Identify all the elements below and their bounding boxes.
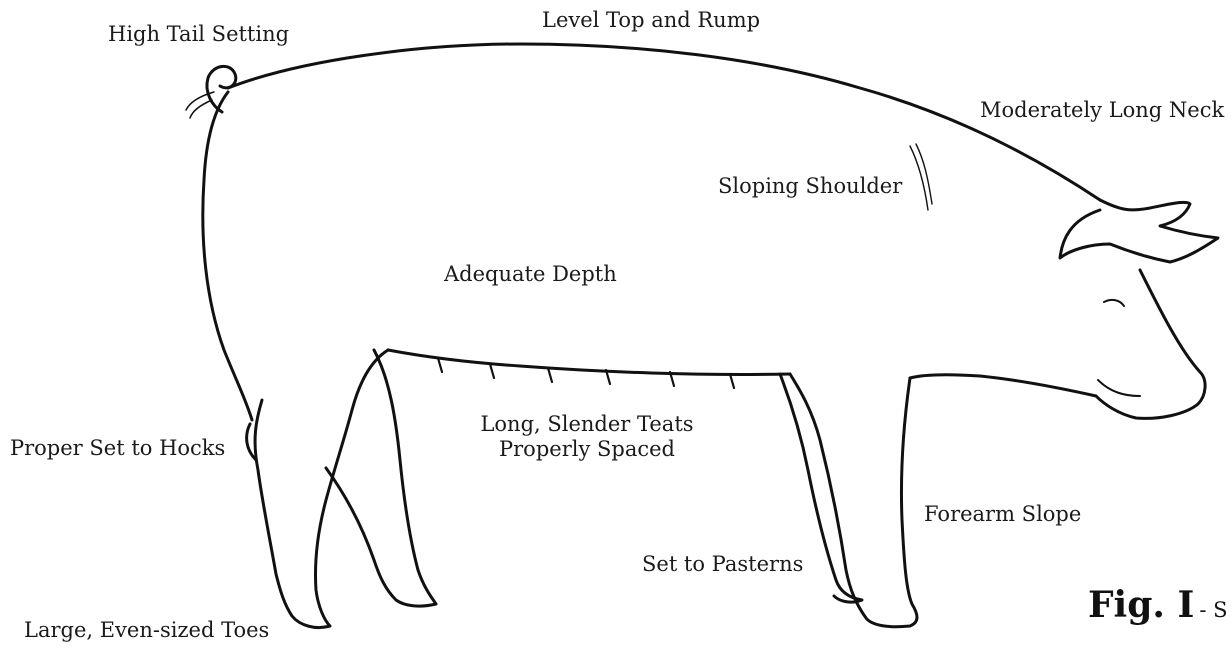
figure-number: Fig. I: [1088, 584, 1194, 626]
pig-rear-leg: [255, 350, 388, 628]
label-teats-line2: Properly Spaced: [480, 437, 694, 462]
pig-jowl: [910, 375, 1096, 396]
label-large-even-toes: Large, Even-sized Toes: [24, 618, 269, 643]
label-sloping-shoulder: Sloping Shoulder: [718, 174, 902, 199]
pig-belly: [388, 350, 790, 375]
label-teats-line1: Long, Slender Teats: [480, 412, 694, 437]
figure-caption: Fig. I - S: [1088, 584, 1228, 626]
figure-caption-text: - S: [1199, 598, 1227, 622]
label-proper-set-hocks: Proper Set to Hocks: [10, 436, 225, 461]
pig-rump: [203, 92, 252, 420]
label-high-tail-setting: High Tail Setting: [108, 22, 289, 47]
pig-front-leg: [790, 374, 917, 627]
label-level-top-rump: Level Top and Rump: [542, 8, 760, 33]
pig-back: [228, 44, 1100, 200]
pig-ear: [1060, 200, 1218, 262]
label-adequate-depth: Adequate Depth: [444, 262, 617, 287]
pig-face: [1096, 270, 1205, 418]
label-forearm-slope: Forearm Slope: [924, 502, 1081, 527]
pig-far-rear-leg: [326, 350, 436, 606]
label-set-to-pasterns: Set to Pasterns: [642, 552, 803, 577]
label-teats: Long, Slender Teats Properly Spaced: [480, 412, 694, 462]
label-moderately-long-neck: Moderately Long Neck: [980, 98, 1224, 123]
